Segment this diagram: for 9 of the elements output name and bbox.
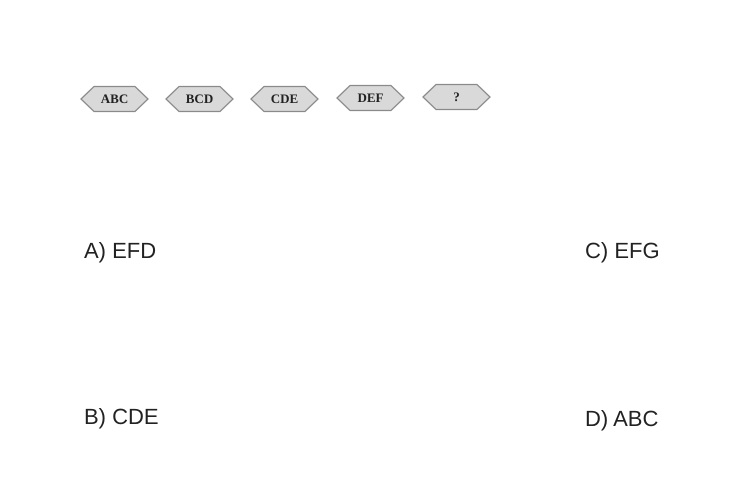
hexagon-node: ABC [80,85,149,113]
answer-option: B) CDE [84,404,159,430]
answer-option: D) ABC [585,406,658,432]
hexagon-node: BCD [165,85,234,113]
answer-option: C) EFG [585,238,660,264]
hexagon-node: DEF [336,84,405,112]
hexagon-node: CDE [250,85,319,113]
hexagon-node: ? [422,83,491,111]
answer-option: A) EFD [84,238,156,264]
